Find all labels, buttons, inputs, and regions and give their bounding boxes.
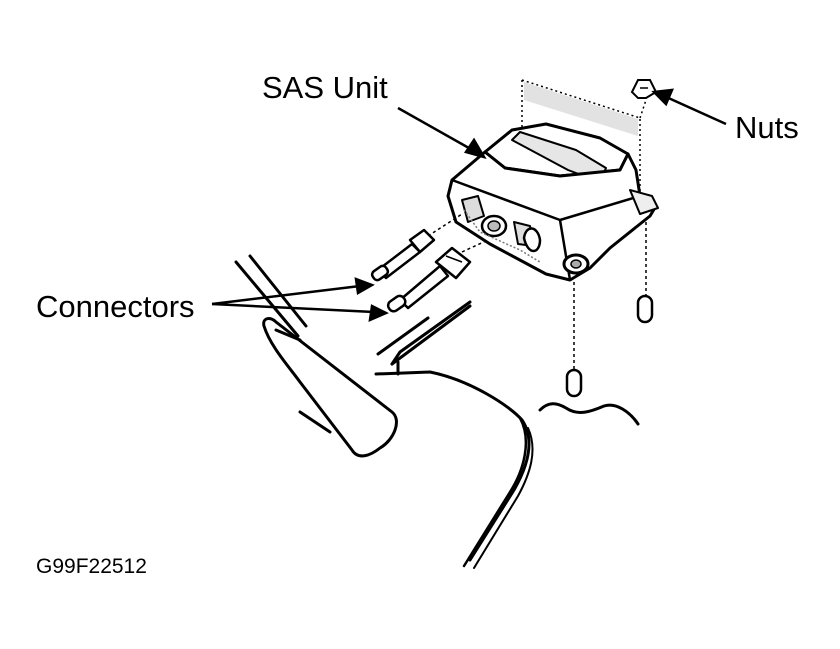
stud-right-icon [636,294,654,324]
nuts-label: Nuts [735,110,799,145]
stud-center-icon [565,368,583,398]
connector-lower-icon [386,246,472,313]
nuts-leader-arrow [651,88,727,126]
figure-code: G99F22512 [36,555,147,578]
sas-unit-label: SAS Unit [262,70,388,105]
sas-unit-body [446,122,659,282]
connector-guides [427,213,489,253]
connectors-leader-arrows [211,277,389,323]
vehicle-floor-contours [234,254,640,569]
mounting-plane-outline [521,79,647,200]
connector-upper-icon [370,228,436,282]
connectors-label: Connectors [36,289,195,324]
nut-icon [630,79,658,99]
mounting-plane-shade [524,82,638,136]
sas-unit-leader-arrow [397,106,487,160]
